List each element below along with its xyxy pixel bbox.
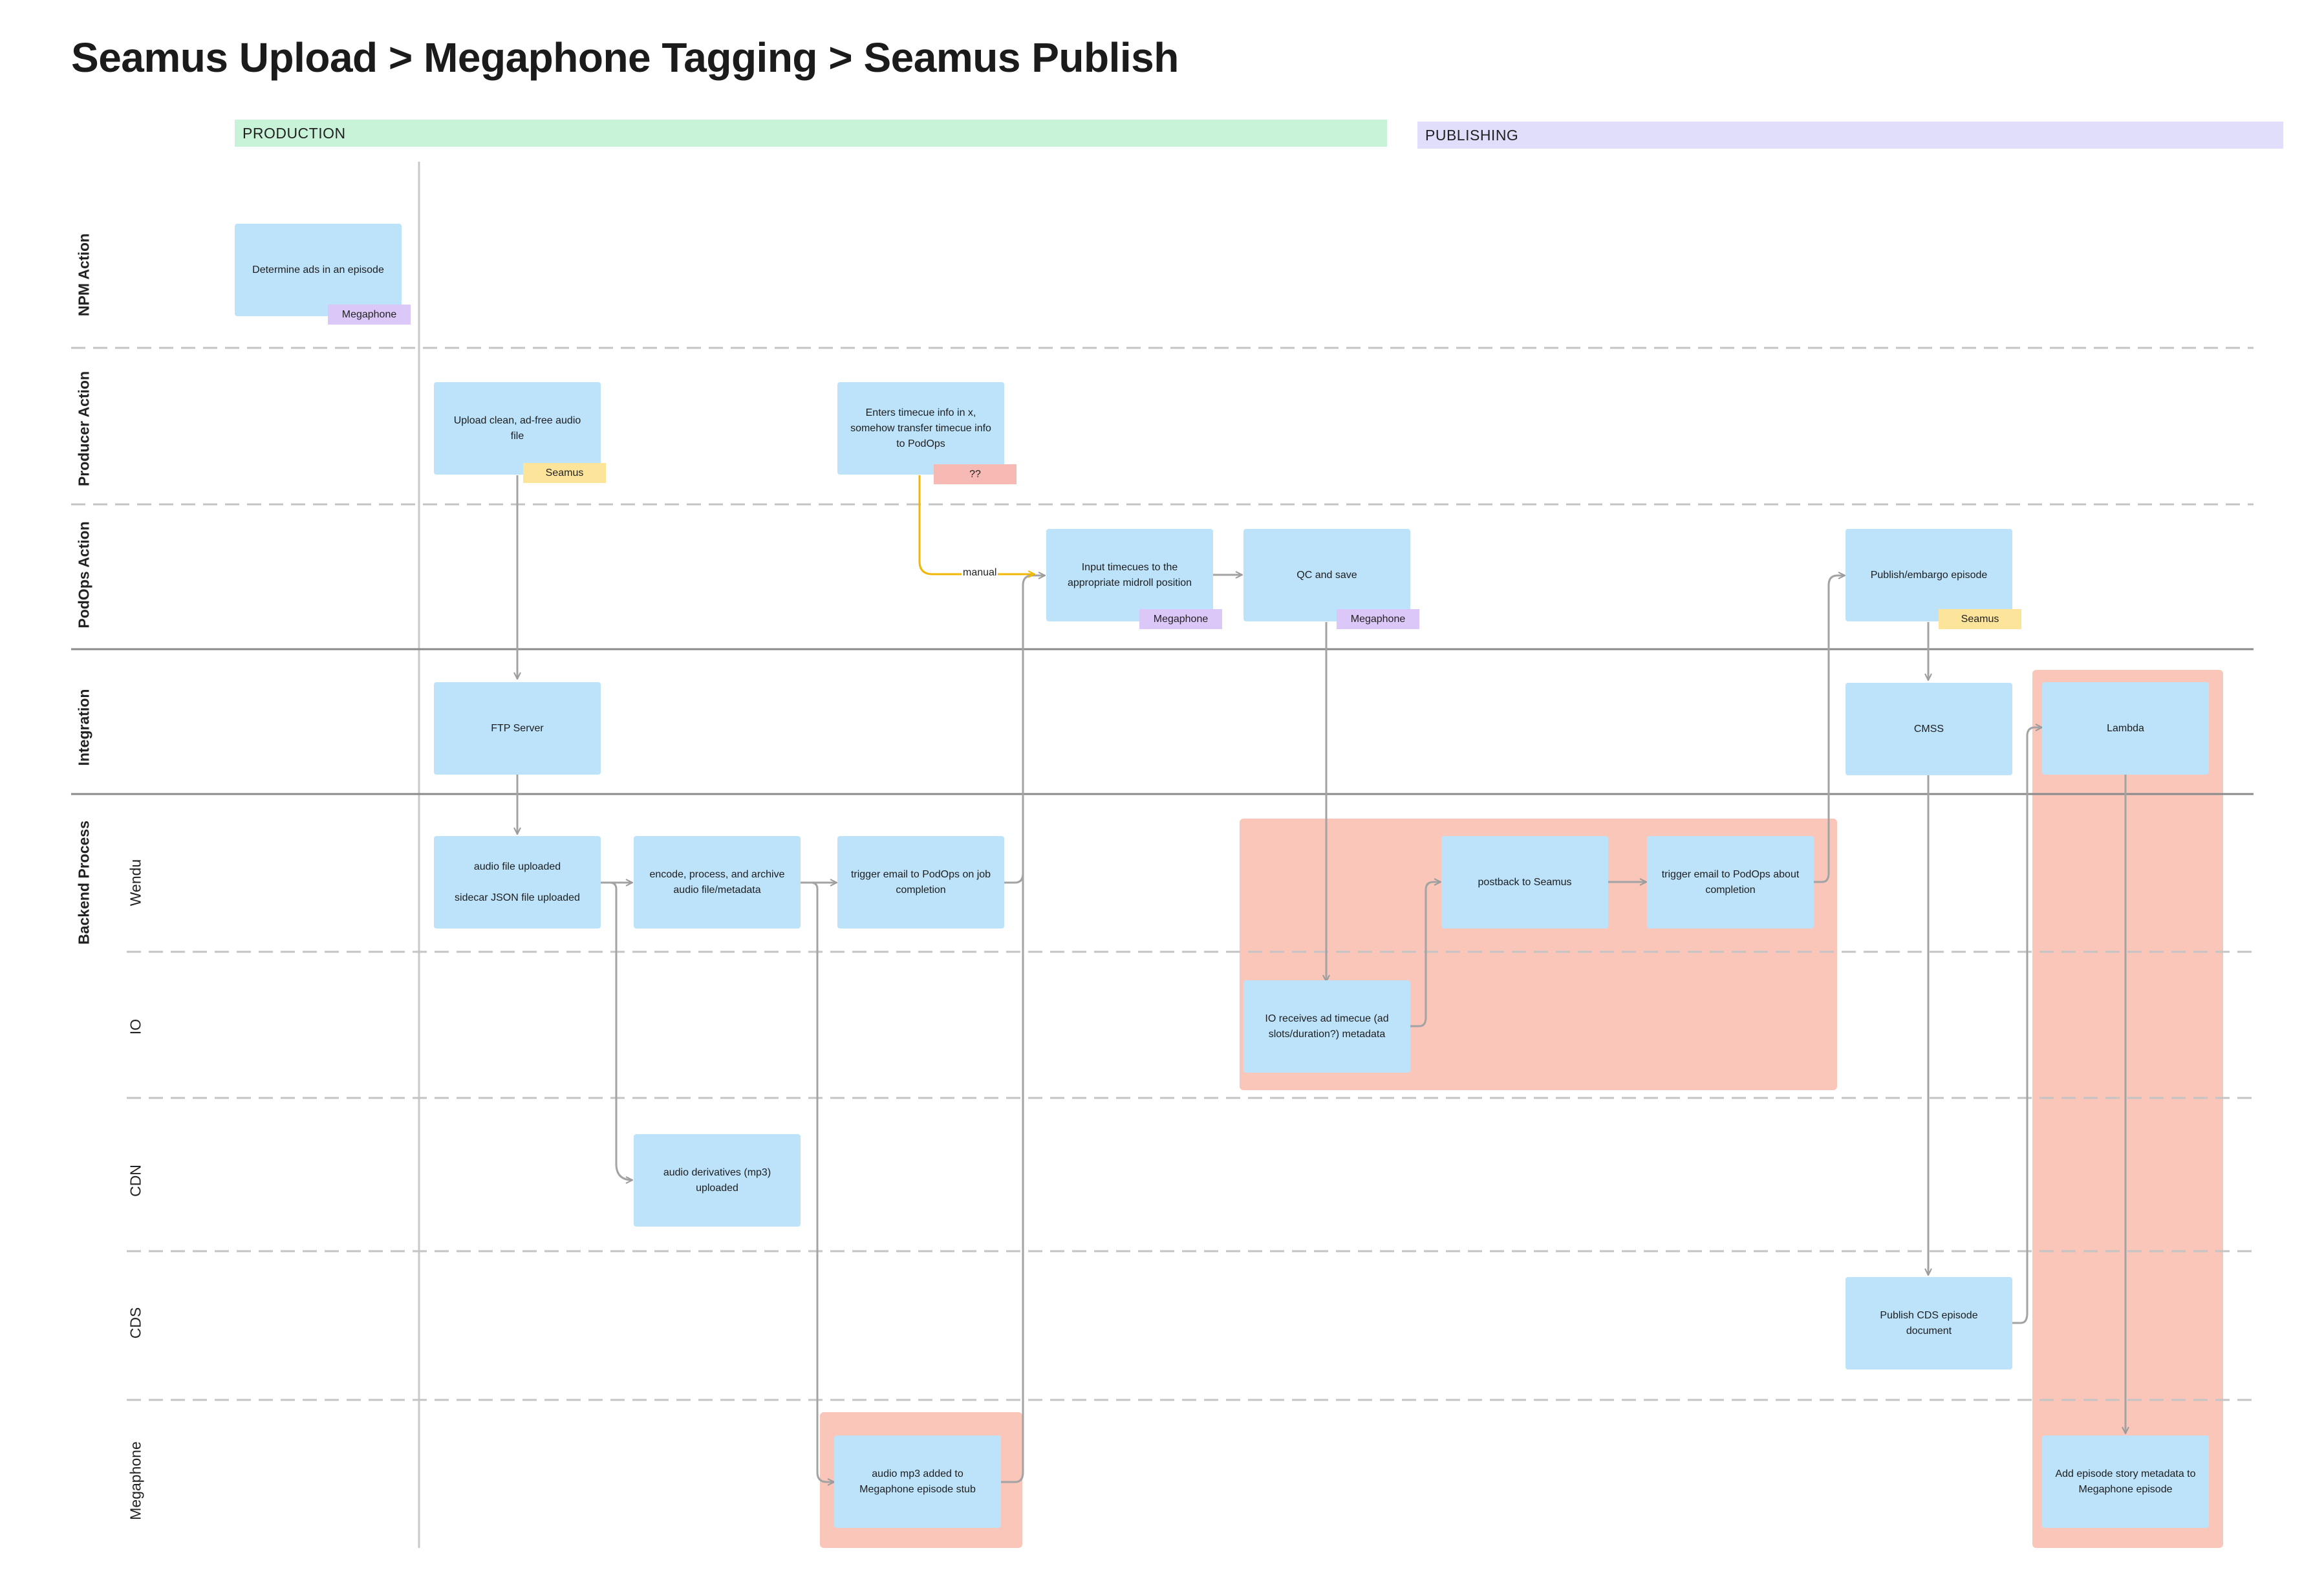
- tag-seamus: Seamus: [1939, 609, 2021, 629]
- node-label: Publish CDS episode document: [1880, 1309, 1978, 1337]
- node-cmss[interactable]: CMSS: [1845, 683, 2012, 775]
- node-label: IO receives ad timecue (ad slots/duratio…: [1265, 1013, 1389, 1040]
- edge-trigger-to-input-timecues: [1004, 575, 1045, 884]
- lane-label-cds: CDS: [127, 1307, 144, 1339]
- node-label: audio derivatives (mp3) uploaded: [663, 1166, 771, 1194]
- node-audio-uploaded[interactable]: audio file uploaded sidecar JSON file up…: [434, 836, 601, 929]
- node-add-story-metadata[interactable]: Add episode story metadata to Megaphone …: [2042, 1435, 2209, 1528]
- node-publish-cds[interactable]: Publish CDS episode document: [1845, 1277, 2012, 1370]
- edge-encode-to-megaphone-stub: [800, 881, 834, 1482]
- node-label: FTP Server: [491, 722, 544, 734]
- node-label: QC and save: [1296, 569, 1357, 581]
- node-label: Input timecues to the appropriate midrol…: [1067, 561, 1192, 588]
- node-label: encode, process, and archive audio file/…: [649, 868, 785, 896]
- node-trigger-email-job[interactable]: trigger email to PodOps on job completio…: [837, 836, 1004, 929]
- node-label: trigger email to PodOps on job completio…: [850, 868, 991, 896]
- lane-label-integration: Integration: [75, 689, 92, 766]
- node-publish-embargo[interactable]: Publish/embargo episode: [1845, 529, 2012, 621]
- node-audio-mp3-added[interactable]: audio mp3 added to Megaphone episode stu…: [834, 1435, 1001, 1528]
- node-label: trigger email to PodOps about completion: [1661, 868, 1800, 896]
- node-label: CMSS: [1913, 723, 1944, 735]
- node-label: Upload clean, ad-free audio file: [453, 414, 581, 442]
- tag-unknown: ??: [934, 464, 1017, 484]
- edge-manual-timecue: [918, 475, 1035, 574]
- node-determine-ads[interactable]: Determine ads in an episode: [235, 224, 402, 316]
- node-postback-seamus[interactable]: postback to Seamus: [1441, 836, 1608, 929]
- tag-megaphone: Megaphone: [1337, 609, 1419, 629]
- tag-megaphone: Megaphone: [1139, 609, 1222, 629]
- edge-io-to-postback: [1410, 882, 1441, 1027]
- lane-label-npm-action: NPM Action: [75, 233, 92, 317]
- node-ftp-server[interactable]: FTP Server: [434, 682, 601, 775]
- phase-publishing: PUBLISHING: [1417, 122, 2283, 149]
- lane-label-wendu: Wendu: [127, 859, 144, 907]
- node-label: Enters timecue info in x, somehow transf…: [850, 407, 991, 449]
- node-label: audio file uploaded sidecar JSON file up…: [455, 861, 580, 903]
- node-label: audio mp3 added to Megaphone episode stu…: [859, 1468, 976, 1495]
- node-audio-derivatives[interactable]: audio derivatives (mp3) uploaded: [634, 1134, 801, 1227]
- page-title: Seamus Upload > Megaphone Tagging > Seam…: [71, 34, 1179, 81]
- node-enter-timecue[interactable]: Enters timecue info in x, somehow transf…: [837, 382, 1004, 475]
- node-encode-process[interactable]: encode, process, and archive audio file/…: [634, 836, 801, 929]
- lane-label-backend-process: Backend Process: [75, 821, 92, 945]
- node-label: Add episode story metadata to Megaphone …: [2055, 1468, 2196, 1495]
- tag-megaphone: Megaphone: [328, 305, 411, 325]
- highlight-lambda-region: [2032, 670, 2223, 1548]
- node-input-timecues[interactable]: Input timecues to the appropriate midrol…: [1046, 529, 1213, 621]
- edge-megaphone-stub-to-input-timecues: [1001, 585, 1024, 1483]
- lane-label-megaphone: Megaphone: [127, 1441, 144, 1520]
- node-label: Determine ads in an episode: [252, 264, 384, 275]
- node-lambda[interactable]: Lambda: [2042, 682, 2209, 775]
- node-label: postback to Seamus: [1478, 876, 1572, 888]
- edge-audio-uploaded-to-encode: [601, 881, 632, 1180]
- node-upload-audio[interactable]: Upload clean, ad-free audio file: [434, 382, 601, 475]
- lane-label-podops-action: PodOps Action: [75, 521, 92, 628]
- edge-label-manual: manual: [962, 567, 998, 579]
- tag-seamus: Seamus: [523, 463, 606, 483]
- lane-label-producer-action: Producer Action: [75, 371, 92, 487]
- node-label: Lambda: [2107, 722, 2144, 734]
- node-qc-save[interactable]: QC and save: [1243, 529, 1410, 621]
- lane-label-cdn: CDN: [127, 1165, 144, 1197]
- phase-production: PRODUCTION: [235, 120, 1387, 147]
- edge-cds-to-lambda: [2012, 727, 2042, 1324]
- lane-label-io: IO: [127, 1018, 144, 1035]
- node-trigger-email-completion[interactable]: trigger email to PodOps about completion: [1647, 836, 1814, 929]
- node-label: Publish/embargo episode: [1870, 569, 1988, 581]
- edge-trigger-to-publish: [1814, 575, 1845, 883]
- node-io-receives[interactable]: IO receives ad timecue (ad slots/duratio…: [1243, 980, 1410, 1073]
